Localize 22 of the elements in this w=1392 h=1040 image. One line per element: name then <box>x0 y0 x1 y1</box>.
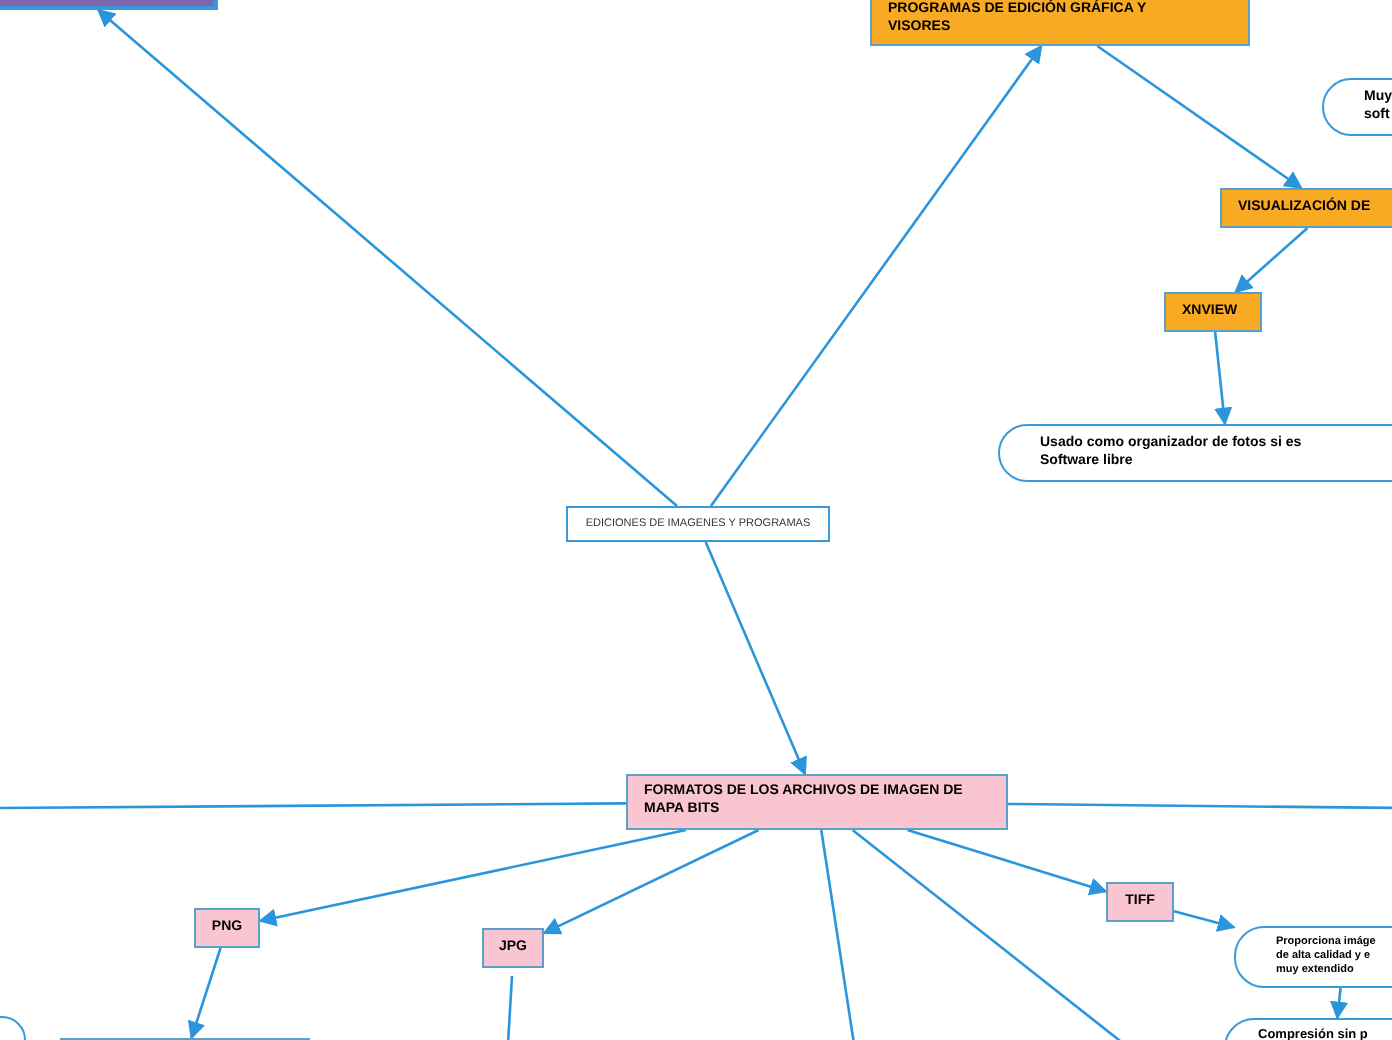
topic-box <box>1164 292 1262 332</box>
connector-arrow <box>704 541 807 776</box>
connector-arrow <box>187 947 222 1040</box>
connector-arrow <box>1213 331 1233 426</box>
connector-arrow <box>1173 909 1236 932</box>
connector-arrow <box>1096 44 1303 190</box>
note-bubble <box>998 424 1392 482</box>
connector-arrow <box>258 828 687 927</box>
note-bubble <box>1234 926 1392 988</box>
topic-box <box>1106 882 1174 922</box>
connector-arrow <box>1330 987 1349 1020</box>
connector-arrow <box>542 828 760 935</box>
topic-box <box>626 774 1008 830</box>
central-topic-box <box>566 506 830 542</box>
connector-arrow <box>907 828 1108 896</box>
topic-box <box>1220 188 1392 228</box>
topic-box <box>482 928 544 968</box>
topic-box <box>870 0 1250 46</box>
connector-arrow <box>1234 227 1309 294</box>
topic-box <box>194 908 260 948</box>
connector-arrow <box>709 44 1043 507</box>
connector-arrow <box>96 8 678 507</box>
